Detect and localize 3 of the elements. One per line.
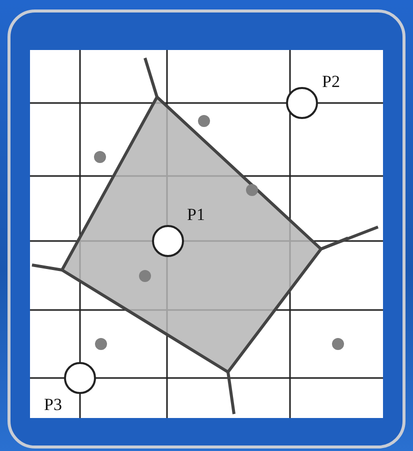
point-label: P1 — [187, 206, 205, 223]
point-label: P3 — [44, 396, 62, 413]
point-label: P2 — [322, 73, 340, 90]
